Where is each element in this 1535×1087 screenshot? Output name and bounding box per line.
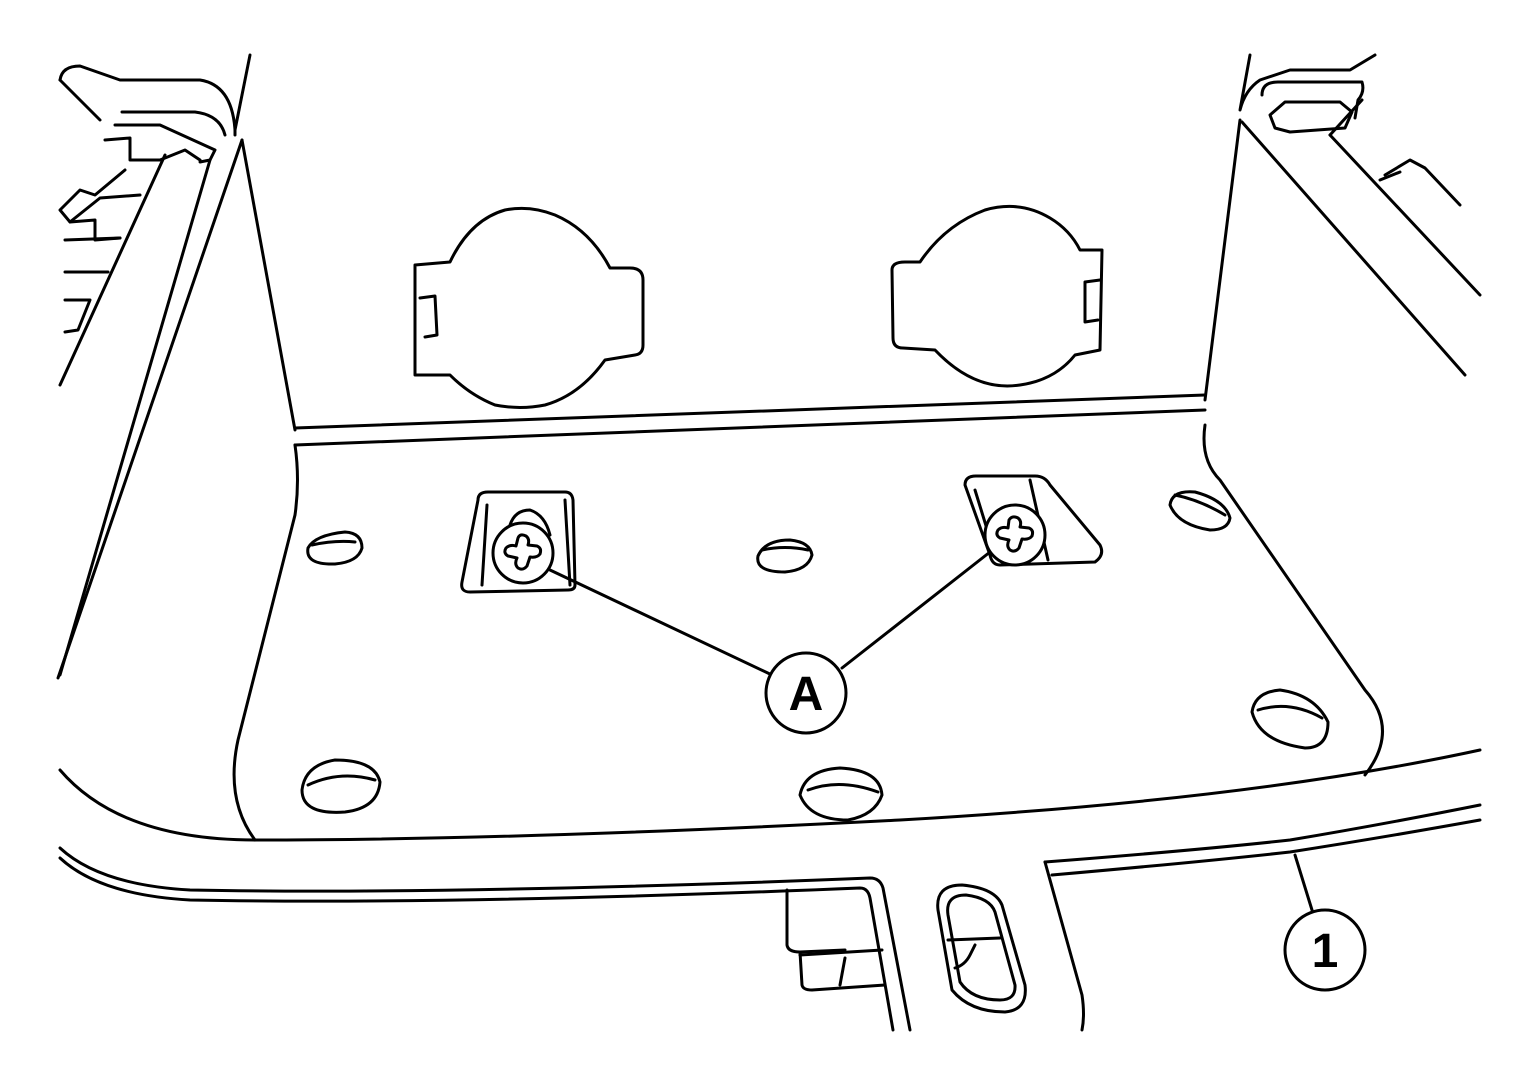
mounting-hole — [1168, 490, 1232, 532]
left-hinge-assembly — [58, 53, 252, 677]
leader-lines-a — [548, 550, 992, 677]
callout-1: 1 — [1283, 908, 1367, 992]
front-trim — [58, 748, 1482, 1032]
callout-a-label: A — [789, 668, 824, 721]
mounting-hole — [306, 530, 364, 566]
callout-1-circle — [1283, 908, 1367, 992]
callout-1-label: 1 — [1312, 925, 1339, 978]
mounting-hole — [300, 758, 382, 814]
mounting-hole — [798, 766, 884, 822]
mounting-holes — [300, 490, 1330, 822]
leader-line-1 — [1293, 853, 1314, 912]
callout-a-circle — [764, 651, 848, 735]
screw-head-right — [983, 503, 1047, 567]
screw-head-left — [491, 521, 555, 585]
mounting-hole — [756, 538, 814, 574]
mounting-hole — [1250, 688, 1330, 750]
back-rail — [293, 393, 1207, 447]
left-side-wall — [56, 138, 299, 842]
callout-a: A — [764, 651, 848, 735]
lower-right-latch — [936, 883, 1027, 1014]
right-clip-holder — [890, 204, 1104, 388]
right-hinge-assembly — [1238, 53, 1482, 377]
lower-left-latch — [785, 888, 887, 992]
right-screw-bracket — [963, 474, 1104, 567]
left-screw-bracket — [460, 490, 577, 594]
right-side-wall — [1202, 118, 1384, 777]
phillips-cross-icon — [995, 515, 1035, 553]
phillips-cross-icon — [503, 533, 543, 571]
left-clip-holder — [413, 206, 645, 409]
